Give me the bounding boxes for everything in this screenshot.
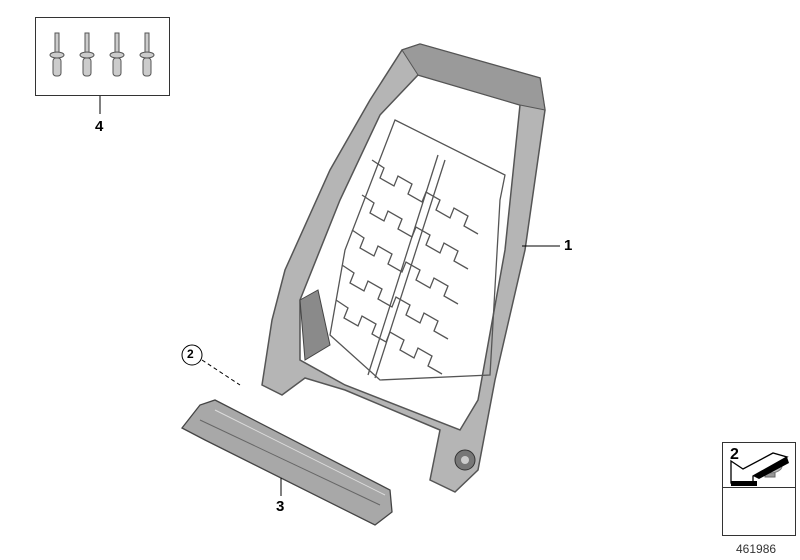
legend-label-2: 2 — [730, 446, 739, 463]
callout-circle-2 — [181, 344, 203, 366]
legend-box: 2 — [722, 442, 796, 536]
arrow-symbol-icon — [730, 452, 789, 486]
wire-spring-mat — [329, 119, 506, 381]
callout-label-1: 1 — [564, 237, 573, 254]
leader-line-2 — [201, 359, 241, 386]
callout-label-4: 4 — [95, 118, 104, 135]
rivets-box — [35, 17, 170, 96]
rivet-icons — [49, 32, 155, 77]
callout-label-3: 3 — [276, 498, 285, 515]
diagram-number: 461986 — [736, 542, 777, 556]
crossbar-part — [181, 399, 393, 526]
callout-label-2: 2 — [187, 347, 194, 361]
